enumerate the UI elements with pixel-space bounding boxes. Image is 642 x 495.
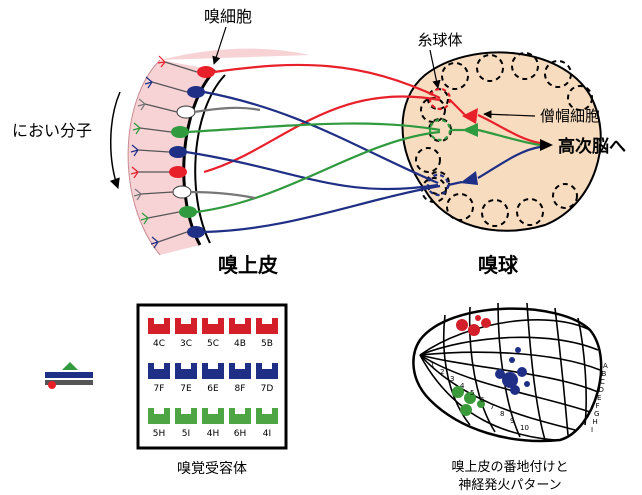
map-tick-letter: D xyxy=(599,386,604,394)
receptor-shape xyxy=(148,363,170,379)
label-olfactory-bulb: 嗅球 xyxy=(478,253,519,277)
label-olfactory-cell: 嗅細胞 xyxy=(204,7,252,26)
receptor-shape xyxy=(148,318,170,334)
receptor-shape xyxy=(175,363,197,379)
olfactory-cell xyxy=(187,86,205,98)
receptor-title: 嗅覚受容体 xyxy=(177,460,247,477)
receptor-code: 5C xyxy=(207,339,219,349)
receptor-glyph xyxy=(45,362,93,389)
firing-red xyxy=(456,315,491,336)
receptor-code: 7E xyxy=(180,384,192,394)
odor-arrow xyxy=(109,91,121,189)
map-tick-letter: G xyxy=(594,410,599,418)
receptor-shape xyxy=(202,408,224,424)
receptor-code: 8F xyxy=(235,384,246,394)
map-tick-letter: E xyxy=(597,394,601,402)
receptor-code: 3C xyxy=(180,339,192,349)
map-tick-number: 10 xyxy=(520,424,529,432)
map-tick-number: 9 xyxy=(510,417,514,425)
map-caption-line2: 神経発火パターン xyxy=(458,478,561,493)
olfactory-epithelium xyxy=(127,48,310,256)
receptor-shape xyxy=(256,408,278,424)
olfactory-cell xyxy=(179,206,197,218)
olfactory-cell xyxy=(197,66,215,78)
olfactory-cell xyxy=(169,146,187,158)
label-higher-brain: 高次脳へ xyxy=(558,136,626,157)
olfactory-cell xyxy=(169,166,187,178)
receptor-code: 5B xyxy=(261,339,273,349)
olfactory-cells xyxy=(130,55,215,249)
receptor-code: 4B xyxy=(234,339,246,349)
map-tick-number: 2 xyxy=(440,368,444,376)
receptor-code: 7D xyxy=(261,384,274,394)
olfactory-cell xyxy=(171,126,189,138)
map-tick-number: 7 xyxy=(490,403,494,411)
receptor-code: 5H xyxy=(153,429,166,439)
map-tick-number: 6 xyxy=(480,396,485,404)
map-tick-letter: I xyxy=(591,426,593,434)
map-caption-line1: 嗅上皮の番地付けと xyxy=(451,460,568,475)
receptor-code: 7F xyxy=(154,384,165,394)
map-tick-number: 1 xyxy=(430,361,434,369)
olfactory-cell xyxy=(187,226,205,238)
receptor-code: 6E xyxy=(207,384,219,394)
label-odor-molecule: におい分子 xyxy=(12,121,92,140)
map-tick-letter: F xyxy=(596,402,600,410)
map-tick-letter: A xyxy=(603,362,608,370)
receptor-code: 4I xyxy=(263,429,271,439)
receptor-shape xyxy=(229,408,251,424)
receptor-shape xyxy=(256,318,278,334)
firing-blue xyxy=(495,347,530,395)
axons xyxy=(185,63,441,234)
mitral-cells xyxy=(447,99,553,187)
map-tick-number: 5 xyxy=(470,389,474,397)
receptor-shape xyxy=(256,363,278,379)
receptor-shape xyxy=(229,363,251,379)
label-mitral-cell: 僧帽細胞 xyxy=(540,107,600,125)
receptor-code: 4C xyxy=(153,339,165,349)
map-tick-letter: C xyxy=(600,378,605,386)
receptor-shape xyxy=(202,363,224,379)
receptor-code: 6H xyxy=(234,429,247,439)
receptor-shape xyxy=(229,318,251,334)
receptor-shape xyxy=(175,318,197,334)
receptor-code: 4H xyxy=(207,429,220,439)
receptor-shape xyxy=(148,408,170,424)
receptor-code: 5I xyxy=(182,429,190,439)
receptor-table: 4C 3C 5C 4B 5B 7F 7E 6E 8F 7D 5H 5I 4H 6H 4I xyxy=(136,303,288,450)
map-tick-letter: B xyxy=(602,370,607,378)
label-glomerulus: 糸球体 xyxy=(417,31,462,49)
map-tick-letter: H xyxy=(593,418,598,426)
map-tick-number: 8 xyxy=(500,410,504,418)
receptor-shape xyxy=(175,408,197,424)
receptor-shape xyxy=(202,318,224,334)
map-tick-number: 3 xyxy=(450,375,454,383)
map-tick-number: 4 xyxy=(460,382,465,390)
olfactory-cell xyxy=(176,105,196,119)
label-olfactory-epithelium: 嗅上皮 xyxy=(218,253,278,277)
olfactory-cell xyxy=(172,185,192,199)
firing-green xyxy=(452,386,485,416)
